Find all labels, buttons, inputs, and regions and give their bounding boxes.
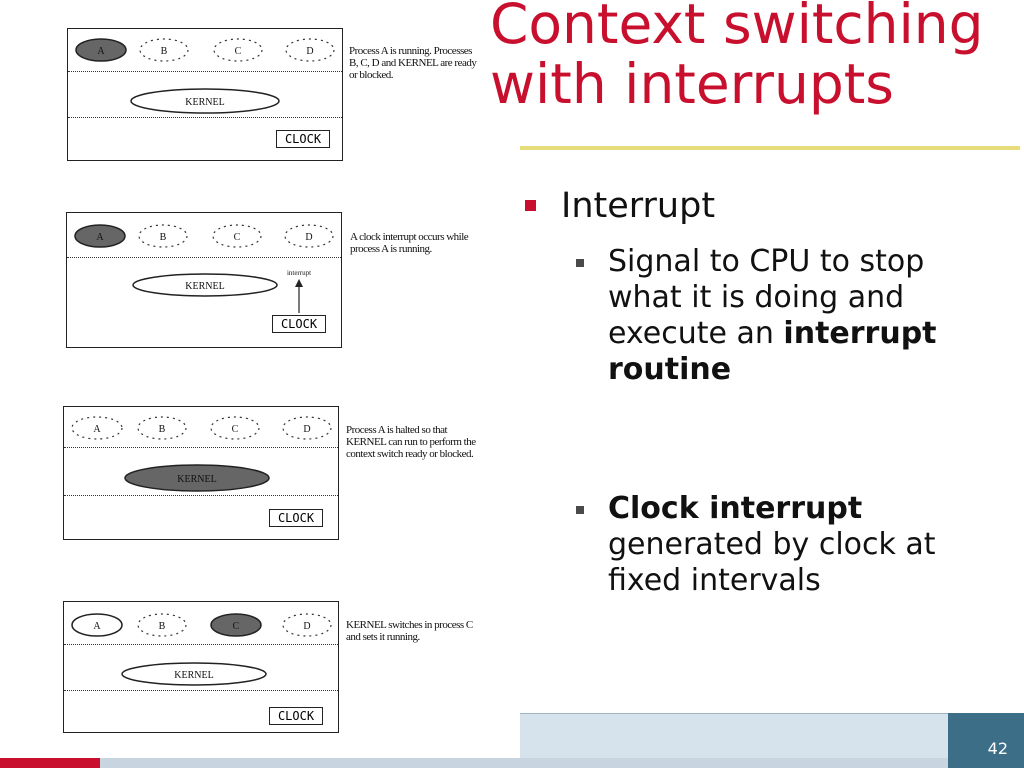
label-c: C	[235, 46, 242, 57]
caption-3: Process A is halted so that KERNEL can r…	[346, 424, 476, 460]
divider-line	[68, 117, 342, 118]
clock-box: CLOCK	[269, 707, 323, 725]
process-a-running	[74, 224, 126, 248]
label-b: B	[161, 46, 168, 57]
footer-band	[520, 713, 948, 760]
bullet-square-icon	[525, 200, 536, 211]
title-underline	[520, 146, 1020, 150]
divider-line	[64, 495, 338, 496]
label-kernel: KERNEL	[185, 97, 224, 108]
caption-2: A clock interrupt occurs while process A…	[350, 231, 469, 255]
label-b: B	[160, 232, 167, 243]
process-d	[282, 613, 332, 637]
page-number: 42	[987, 739, 1008, 758]
label-c: C	[234, 232, 241, 243]
kernel-ellipse-running	[124, 464, 270, 492]
process-c	[210, 416, 260, 440]
sub-bullet-clock-text: generated by clock at fixed intervals	[608, 527, 936, 598]
process-c	[212, 224, 262, 248]
process-a	[71, 416, 123, 440]
label-kernel: KERNEL	[174, 670, 213, 681]
diagram-panel-3: A B C D KERNEL CLOCK	[63, 406, 339, 540]
interrupt-arrow-head	[295, 279, 303, 287]
sub-bullet-signal: Signal to CPU to stop what it is doing a…	[576, 244, 958, 388]
bullet-interrupt-text: Interrupt	[561, 186, 716, 226]
label-kernel: KERNEL	[177, 474, 216, 485]
label-a: A	[96, 232, 104, 243]
sub-bullet-clock: Clock interrupt generated by clock at fi…	[576, 491, 958, 599]
kernel-ellipse	[132, 273, 278, 297]
divider-line	[67, 257, 341, 258]
label-a: A	[93, 621, 101, 632]
process-b	[137, 416, 187, 440]
label-d: D	[303, 424, 310, 435]
kernel-ellipse	[121, 662, 267, 686]
title-line-2: with interrupts	[490, 52, 894, 116]
process-c	[213, 38, 263, 62]
label-c: C	[232, 424, 239, 435]
label-b: B	[159, 424, 166, 435]
page-number-box: 42	[948, 713, 1024, 768]
title-line-1: Context switching	[490, 0, 984, 56]
sub-bullet-signal-text: Signal to CPU to stop what it is doing a…	[608, 244, 925, 351]
label-c: C	[233, 621, 240, 632]
label-a: A	[93, 424, 101, 435]
caption-4: KERNEL switches in process C and sets it…	[346, 619, 473, 643]
sub-bullet-clock-bold: Clock interrupt	[608, 491, 863, 526]
caption-1: Process A is running. Processes B, C, D …	[349, 45, 477, 81]
process-c-running	[210, 613, 262, 637]
diagram-panel-1: A B C D KERNEL CLOCK	[67, 28, 343, 161]
process-d	[285, 38, 335, 62]
process-d	[282, 416, 332, 440]
divider-line	[64, 644, 338, 645]
process-d	[284, 224, 334, 248]
divider-line	[64, 690, 338, 691]
label-d: D	[303, 621, 310, 632]
process-b	[139, 38, 189, 62]
divider-line	[64, 447, 338, 448]
process-a-ready	[71, 613, 123, 637]
panel-4-shapes: A B C D KERNEL	[71, 613, 332, 686]
kernel-ellipse	[130, 88, 280, 114]
label-b: B	[159, 621, 166, 632]
label-kernel: KERNEL	[185, 281, 224, 292]
label-interrupt: interrupt	[287, 269, 311, 277]
process-b	[138, 224, 188, 248]
label-d: D	[306, 46, 313, 57]
panel-3-shapes: A B C D KERNEL	[71, 416, 332, 492]
label-a: A	[97, 46, 105, 57]
process-b	[137, 613, 187, 637]
clock-box: CLOCK	[272, 315, 326, 333]
sub-bullet-signal-bold: interrupt routine	[608, 316, 937, 387]
bottom-accent	[0, 758, 100, 768]
panel-2-shapes: A B C D KERNEL interrupt	[74, 224, 334, 313]
clock-box: CLOCK	[276, 130, 330, 148]
sub-bullet-square-icon	[576, 506, 584, 514]
slide-title: Context switching with interrupts	[490, 0, 1020, 114]
label-d: D	[305, 232, 312, 243]
process-a-running	[75, 38, 127, 62]
sub-bullet-square-icon	[576, 259, 584, 267]
bullet-interrupt: Interrupt	[525, 186, 716, 226]
divider-line	[68, 71, 342, 72]
bottom-strip	[100, 758, 948, 768]
panel-1-shapes: A B C D KERNEL	[75, 38, 335, 114]
clock-box: CLOCK	[269, 509, 323, 527]
diagram-panel-2: A B C D KERNEL interrupt CLOCK	[66, 212, 342, 348]
diagram-panel-4: A B C D KERNEL CLOCK	[63, 601, 339, 733]
